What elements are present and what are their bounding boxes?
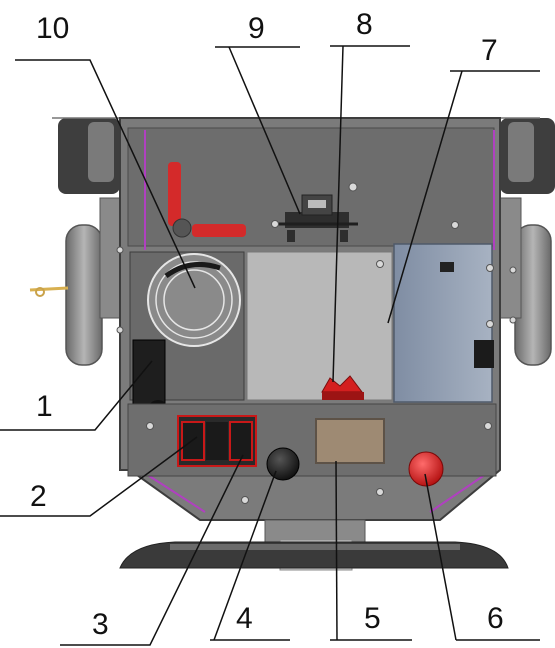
bolts [116, 182, 517, 504]
stand-base [119, 519, 509, 571]
leader-lines [0, 45, 540, 646]
callout-6: 6 [487, 602, 504, 635]
inner-cavity [246, 251, 393, 401]
emergency-stop [408, 451, 444, 487]
left-wheel-assembly [29, 118, 129, 366]
callout-1: 1 [36, 390, 53, 423]
right-wheel-assembly [494, 118, 555, 366]
transparent-tank [393, 243, 494, 403]
cover-plate [315, 418, 385, 464]
callout-4: 4 [236, 602, 253, 635]
red-lever [168, 162, 246, 238]
callout-10: 10 [36, 12, 69, 45]
callout-7: 7 [481, 34, 498, 67]
callout-8: 8 [356, 8, 373, 41]
callout-5: 5 [364, 602, 381, 635]
callout-9: 9 [248, 12, 265, 45]
black-knob [266, 447, 300, 481]
socket-block [177, 415, 257, 467]
callout-2: 2 [30, 480, 47, 513]
purple-accent-edges [139, 130, 495, 513]
callout-3: 3 [92, 608, 109, 641]
clamp-component [275, 194, 358, 242]
red-part [321, 375, 364, 400]
